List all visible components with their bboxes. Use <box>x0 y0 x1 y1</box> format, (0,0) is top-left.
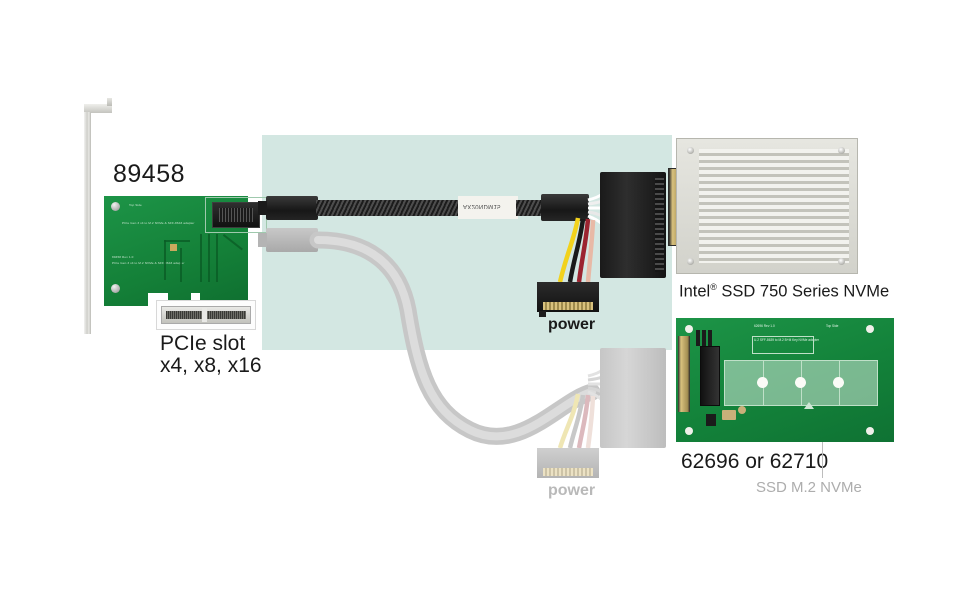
pcb-component <box>170 244 177 251</box>
board-screw-hole <box>685 325 693 333</box>
cable-breakout-boot <box>541 194 589 221</box>
wire-pink-ghost <box>585 395 596 449</box>
pcb-trace <box>180 248 182 282</box>
pcb-trace <box>208 234 210 282</box>
card-model-label: 89458 <box>113 160 186 188</box>
intel-ssd-label: Intel® SSD 750 Series NVMe <box>679 282 890 301</box>
slot-key <box>202 308 207 322</box>
ssd-screw-hole <box>838 258 845 265</box>
board-screw-hole <box>866 325 874 333</box>
wire-yellow <box>557 217 581 283</box>
pcb-notch <box>191 293 200 306</box>
mounting-screw <box>111 284 120 293</box>
sff-8643-connector <box>212 202 260 228</box>
pcb-capacitor <box>722 410 736 420</box>
mounting-screw <box>111 202 120 211</box>
m2-socket <box>700 346 720 406</box>
pcb-trace <box>200 234 202 282</box>
silkscreen-model-note: PCIe Gen 3 x4 to M.2 NVMe & SFF-8643 ada… <box>112 261 185 265</box>
m2-board-edge-connector <box>678 336 690 412</box>
cable-label-tag: AX20NDM15 <box>458 196 518 219</box>
pcb-component <box>702 330 706 346</box>
m2-silkscreen-topside: Top Side <box>826 324 839 328</box>
cable-sleeve-alternate-highlight <box>314 236 596 441</box>
m2-silkscreen-model: 62696 Rev 1.0 <box>754 324 775 328</box>
m2-ssd-caption: SSD M.2 NVMe <box>756 479 862 496</box>
cable-sleeve-alternate <box>309 231 601 445</box>
sata-power-connector-ghost <box>537 448 599 478</box>
m2-silkscreen-note: U.2 SFF-8639 to M.2 B+M Key NVMe adapter <box>754 338 820 342</box>
ssd-screw-hole <box>687 147 694 154</box>
board-screw-hole <box>866 427 874 435</box>
sff-8639-u2-connector <box>600 172 666 278</box>
cable-sleeve-primary-b <box>516 200 544 216</box>
intel-ssd-750 <box>676 138 858 274</box>
pcb-capacitor <box>738 406 746 414</box>
wire-black <box>567 218 586 283</box>
sata-power-connector <box>537 282 599 317</box>
wire-pink <box>585 219 596 283</box>
pcb-trace <box>216 234 218 282</box>
pcb-trace <box>164 240 166 280</box>
wire-red <box>576 218 591 283</box>
cable-sleeve-primary <box>316 200 458 216</box>
silkscreen-note: PCIe Gen 3 x4 to M.2 NVMe & SFF-8643 ada… <box>122 221 195 225</box>
pcie-bracket <box>84 112 91 334</box>
pcb-component <box>708 330 712 346</box>
wire-yellow-ghost <box>557 393 581 449</box>
silkscreen-top-side: Top Side <box>129 203 142 207</box>
board-screw-hole <box>685 427 693 435</box>
pcie-slot-label-line2: x4, x8, x16 <box>160 354 262 377</box>
wire-black-ghost <box>567 394 586 449</box>
callout-line <box>822 442 823 478</box>
ssd-screw-hole <box>838 147 845 154</box>
sff-8643-plug-alternate <box>258 228 318 252</box>
pcb-component <box>706 414 716 426</box>
bracket-top-flange <box>84 98 112 113</box>
pcie-adapter-card-89458: Top Side PCIe Gen 3 x4 to M.2 NVMe & SFF… <box>104 196 267 318</box>
pcb-trace <box>164 240 190 242</box>
ssd-screw-hole <box>687 258 694 265</box>
sff-8639-u2-connector-ghost <box>600 348 666 448</box>
silkscreen-model: 89458 Rev 1.0 <box>112 255 134 259</box>
m2-adapter-model-label: 62696 or 62710 <box>681 450 829 473</box>
m2-ssd-outline <box>724 360 878 406</box>
ssd-heatsink-fins <box>699 149 849 263</box>
silkscreen-box <box>752 336 814 354</box>
power-label-top: power <box>548 316 596 333</box>
power-label-bottom: power <box>548 482 596 499</box>
sff-8643-plug-primary <box>258 196 318 220</box>
pcie-slot-label-line1: PCIe slot <box>160 332 246 355</box>
ssd-direction-arrow <box>804 402 814 409</box>
m2-adapter-board: 62696 Rev 1.0 Top Side U.2 SFF-8639 to M… <box>676 318 894 442</box>
wire-red-ghost <box>576 394 591 449</box>
pcb-component <box>696 330 700 346</box>
motherboard-pcie-slot <box>161 306 251 324</box>
